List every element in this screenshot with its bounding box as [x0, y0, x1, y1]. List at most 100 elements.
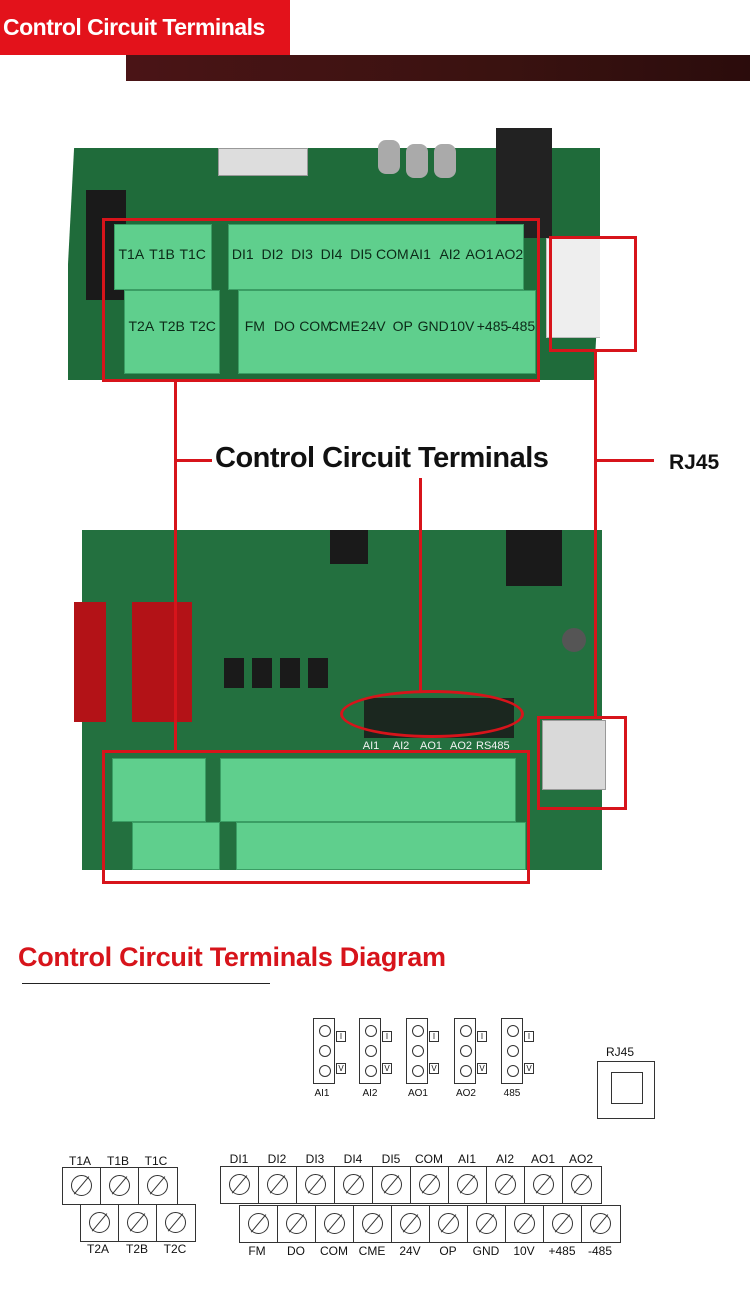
io-upper-terminal-block: [220, 758, 516, 822]
capacitor: [434, 144, 456, 178]
jumper-ai2: I V: [359, 1018, 392, 1084]
jumper-tag-i: I: [477, 1031, 487, 1042]
rj45-highlight-box-top: [549, 236, 637, 352]
io-lower-terminal-block: [238, 290, 536, 374]
terminal-label: DI2: [267, 1152, 287, 1166]
terminal-cell: [354, 1206, 392, 1242]
jumper-label: AI1: [314, 1088, 330, 1099]
rj45-port: [542, 720, 606, 790]
terminal-cell: [119, 1205, 157, 1241]
io-lower-terminal-block: [236, 822, 526, 870]
screw-icon: [127, 1212, 148, 1233]
terminal-cell: [392, 1206, 430, 1242]
screw-icon: [514, 1213, 535, 1234]
jumper-label: 485: [503, 1088, 521, 1099]
terminal-label: CME: [328, 318, 360, 334]
connector-line: [594, 352, 597, 718]
terminal-label: DO: [287, 1244, 305, 1258]
capacitor: [562, 628, 586, 652]
screw-icon: [381, 1174, 402, 1195]
terminal-label: DI5: [350, 246, 373, 262]
rj45-highlight-box-bottom: [537, 716, 627, 810]
header-bar: [126, 55, 750, 81]
terminal-cell: [139, 1168, 177, 1204]
terminal-label: FM: [244, 318, 265, 334]
pin: [365, 1065, 377, 1077]
terminal-label: +485: [548, 1244, 576, 1258]
terminal-label: GND: [472, 1244, 500, 1258]
chip: [330, 530, 368, 564]
screw-icon: [324, 1213, 345, 1234]
jumper-tag-i: I: [524, 1031, 534, 1042]
screw-icon: [438, 1213, 459, 1234]
chip: [280, 658, 300, 688]
capacitor: [378, 140, 400, 174]
terminal-label: AI2: [439, 246, 461, 262]
terminal-label: -485: [587, 1244, 613, 1258]
terminal-label: AO1: [530, 1152, 555, 1166]
label-row-di: DI1 DI2 DI3 DI4 DI5 COM AI1 AI2 AO1 AO2: [228, 246, 524, 262]
terminal-cell: [240, 1206, 278, 1242]
jumper-485: I V: [501, 1018, 534, 1084]
jumper-tag-v: V: [429, 1063, 439, 1074]
terminal-label: T1B: [149, 246, 175, 262]
terminal-label: T1C: [144, 1154, 168, 1168]
io-upper-strip: [220, 1166, 602, 1204]
terminal-label: T2A: [128, 318, 155, 334]
jumper-label-row: AI1 AI2 AO1 AO2 RS485: [356, 740, 510, 752]
pin: [507, 1025, 519, 1037]
screw-icon: [229, 1174, 250, 1195]
terminal-cell: [101, 1168, 139, 1204]
terminal-label: +485: [476, 318, 509, 334]
jumper-label: AI2: [362, 1088, 378, 1099]
screw-icon: [552, 1213, 573, 1234]
rj45-port: [546, 238, 600, 338]
terminal-label: AO2: [568, 1152, 593, 1166]
callout-control-terminals: Control Circuit Terminals: [212, 442, 552, 475]
label-row-fm: FM DO COM CME 24V OP GND 10V +485 -485: [240, 318, 536, 334]
jumper-label: AI1: [362, 740, 380, 752]
terminal-label: FM: [248, 1244, 266, 1258]
label-row-t2: T2A T2B T2C: [126, 318, 218, 334]
terminal-label: AI1: [409, 246, 431, 262]
jumper-label: AO2: [455, 1088, 476, 1099]
terminal-label: T2A: [86, 1242, 109, 1256]
label-row-t1: T1A T1B T1C: [116, 246, 208, 262]
terminal-label: 10V: [449, 318, 475, 334]
terminal-label: T1A: [118, 246, 145, 262]
terminal-cell: [81, 1205, 119, 1241]
relay2-strip: [80, 1204, 196, 1242]
terminal-cell: [487, 1167, 525, 1203]
jumper-label: RS485: [476, 740, 510, 752]
jumper-highlight-ellipse: [340, 690, 524, 738]
terminal-cell: [316, 1206, 354, 1242]
screw-icon: [495, 1174, 516, 1195]
terminal-cell: [506, 1206, 544, 1242]
jumper-tag-v: V: [477, 1063, 487, 1074]
terminal-cell: [430, 1206, 468, 1242]
connector-line: [419, 478, 422, 692]
rj45-socket: [611, 1072, 643, 1104]
terminal-label: 24V: [399, 1244, 421, 1258]
terminal-label: T2C: [189, 318, 216, 334]
screw-icon: [109, 1175, 130, 1196]
terminal-label: DI5: [381, 1152, 401, 1166]
terminal-label: DI2: [261, 246, 284, 262]
screw-icon: [400, 1213, 421, 1234]
pin: [319, 1045, 331, 1057]
diagram-title: Control Circuit Terminals Diagram: [18, 942, 446, 972]
pin: [460, 1025, 472, 1037]
terminal-label: T1B: [106, 1154, 129, 1168]
terminal-cell: [335, 1167, 373, 1203]
terminal-cell: [157, 1205, 195, 1241]
top-board-photo: T1A T1B T1C DI1 DI2 DI3 DI4 DI5 COM AI1 …: [68, 118, 600, 380]
chip: [506, 530, 562, 586]
terminal-label: T1A: [68, 1154, 91, 1168]
jumper-ao2: I V: [454, 1018, 487, 1084]
terminal-label: COM: [415, 1152, 443, 1166]
io-lower-strip: [239, 1205, 621, 1243]
terminal-label: 10V: [513, 1244, 535, 1258]
connector-line: [594, 459, 654, 462]
terminal-label: 24V: [360, 318, 386, 334]
screw-icon: [248, 1213, 269, 1234]
